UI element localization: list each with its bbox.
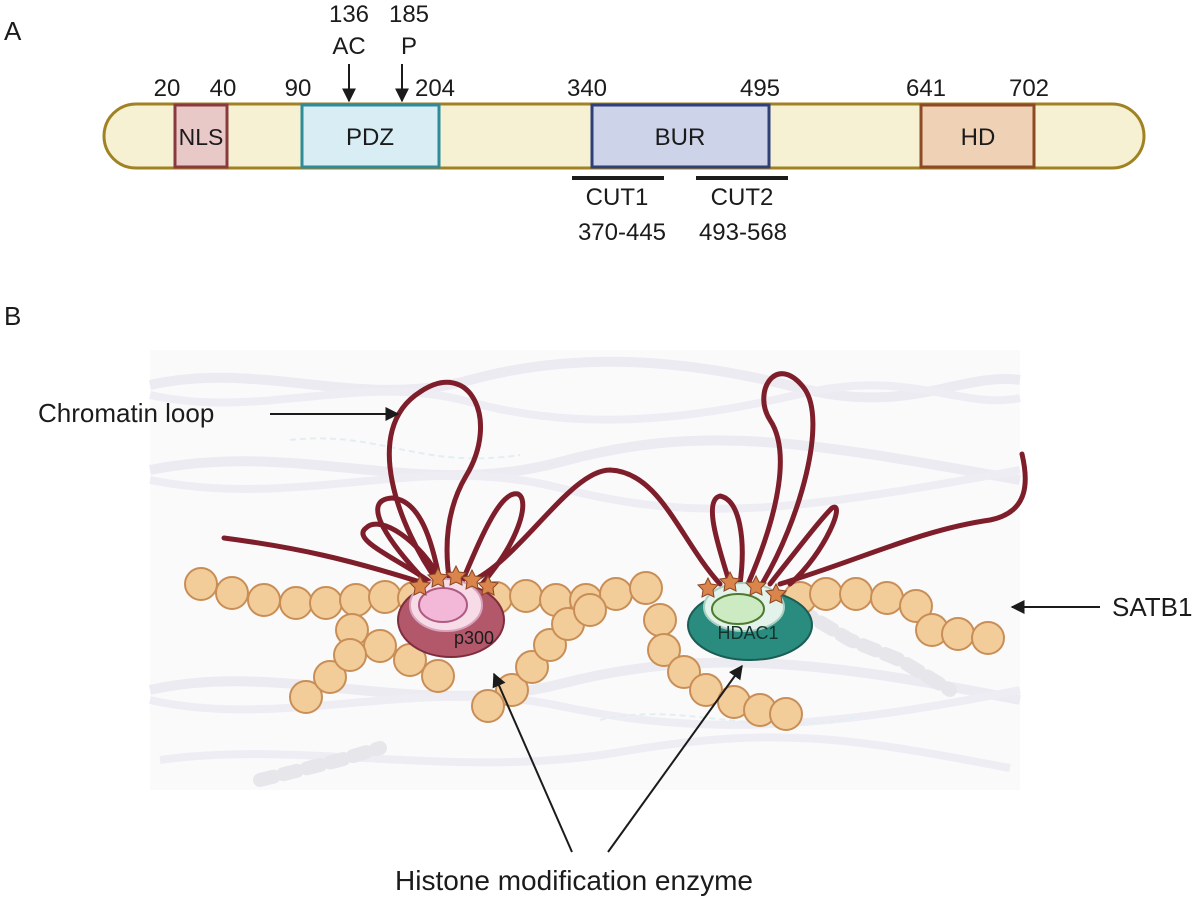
boundary-90: 90 <box>285 75 312 102</box>
ptm-136-position: 136 <box>329 1 369 28</box>
ptm-136-mod: AC <box>332 33 365 60</box>
domain-hd <box>919 103 1036 169</box>
satb1-bead-strands <box>184 567 1005 731</box>
hdac1-label: HDAC1 <box>717 623 778 643</box>
domain-nls <box>173 103 229 169</box>
cut2-name: CUT2 <box>711 184 774 211</box>
chromatin-loops <box>221 371 1028 587</box>
satb1-label: SATB1 <box>1112 592 1192 622</box>
chromatin-background <box>148 350 1021 790</box>
ptm-185-position: 185 <box>389 1 429 28</box>
chromatin-loop-label: Chromatin loop <box>38 398 214 428</box>
boundary-641: 641 <box>906 75 946 102</box>
domain-bur <box>590 103 771 169</box>
boundary-20: 20 <box>154 75 181 102</box>
boundary-204: 204 <box>415 75 455 102</box>
domain-hd-label: HD <box>961 124 996 151</box>
hdac1-complex: HDAC1 <box>687 582 813 661</box>
p300-label: p300 <box>454 628 494 648</box>
cut2-range: 493-568 <box>699 219 787 246</box>
boundary-702: 702 <box>1009 75 1049 102</box>
cut1-name: CUT1 <box>586 184 649 211</box>
enzyme-arrow-p300 <box>492 672 573 853</box>
boundary-40: 40 <box>210 75 237 102</box>
boundary-495: 495 <box>740 75 780 102</box>
cut1-range: 370-445 <box>578 219 666 246</box>
p300-complex: p300 <box>397 578 505 658</box>
enzyme-arrow-hdac1 <box>607 664 743 853</box>
modification-stars <box>408 564 788 604</box>
enzyme-label: Histone modification enzyme <box>395 865 753 896</box>
panel-a-label: A <box>4 16 22 46</box>
p300-core <box>418 587 468 623</box>
domain-bur-label: BUR <box>655 124 706 151</box>
domain-pdz <box>300 103 441 169</box>
hdac1-core <box>711 593 765 625</box>
boundary-340: 340 <box>567 75 607 102</box>
ptm-185-mod: P <box>401 33 417 60</box>
domain-nls-label: NLS <box>179 124 224 150</box>
domain-pdz-label: PDZ <box>346 124 394 151</box>
panel-b-label: B <box>4 301 21 331</box>
